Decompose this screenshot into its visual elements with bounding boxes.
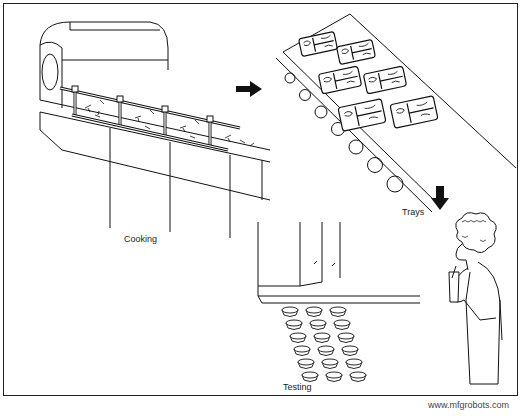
stage-label: Cooking	[124, 234, 157, 245]
sample-cup	[322, 359, 338, 365]
sample-cup	[330, 307, 346, 313]
sample-cup	[350, 372, 366, 378]
sample-cup	[326, 372, 342, 378]
sample-cup	[342, 346, 358, 352]
sample-cup	[314, 333, 330, 339]
sample-cup	[302, 372, 318, 378]
sample-cup	[346, 359, 362, 365]
sample-cup	[338, 333, 354, 339]
sample-cups	[282, 307, 366, 382]
tester-person	[449, 213, 502, 384]
flow-arrow	[236, 81, 262, 97]
frame	[4, 4, 518, 396]
stage-label: Testing	[283, 382, 312, 393]
sample-cup	[334, 320, 350, 326]
sample-cup	[290, 333, 306, 339]
stage-label: Trays	[402, 207, 424, 218]
watermark: www.mfgrobots.com	[428, 400, 509, 411]
sample-cup	[318, 346, 334, 352]
sample-cup	[282, 307, 298, 313]
sample-cup	[294, 346, 310, 352]
tray	[299, 31, 438, 131]
testing-room	[258, 222, 420, 303]
flow-arrow	[431, 186, 449, 210]
cooking-machine	[40, 22, 270, 238]
sample-cup	[298, 359, 314, 365]
sample-cup	[286, 320, 302, 326]
sample-cup	[306, 307, 322, 313]
tray-conveyor	[276, 14, 516, 212]
sample-cup	[310, 320, 326, 326]
